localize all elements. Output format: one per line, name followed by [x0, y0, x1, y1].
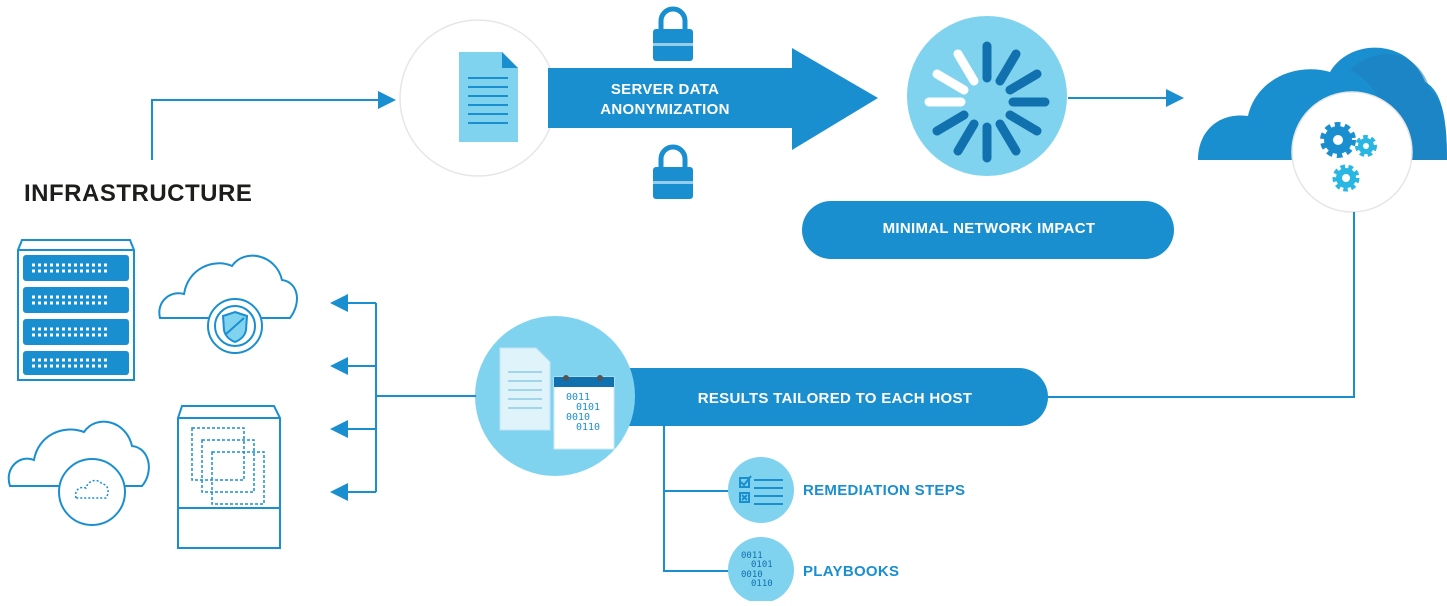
- binary-line-4: 0110: [576, 422, 600, 433]
- svg-text:0101: 0101: [751, 560, 773, 570]
- lock-icon-bottom: [653, 144, 693, 199]
- document-circle: [399, 19, 557, 177]
- binary-line-1: 0011: [566, 392, 590, 403]
- gears-icon: [1320, 122, 1377, 192]
- cloud-analytics-icon: [1198, 47, 1447, 213]
- secure-cloud-icon: [158, 254, 298, 354]
- lock-icon-top: [653, 6, 693, 61]
- virtual-machine-icon: [177, 405, 281, 549]
- calendar-binary-icon: 0011 0101 0010 0110: [553, 375, 615, 450]
- svg-text:0010: 0010: [741, 570, 763, 580]
- results-label: RESULTS TAILORED TO EACH HOST: [697, 390, 973, 407]
- spinner-icon: [924, 41, 1050, 163]
- results-circle: 0011 0101 0010 0110: [475, 316, 635, 476]
- results-pill: [580, 368, 1048, 426]
- anonymization-label: SERVER DATA ANONYMIZATION: [555, 80, 775, 120]
- anonymization-label-line1: SERVER DATA: [610, 81, 720, 98]
- arrowheads-to-infra: [330, 294, 348, 501]
- anonymization-arrow: [548, 48, 878, 150]
- svg-text:0110: 0110: [751, 579, 773, 589]
- loading-circle: [907, 16, 1067, 176]
- connector-infra-to-upload: [151, 99, 380, 160]
- checklist-icon: [739, 475, 783, 505]
- binary-code-icon: 0011 0101 0010 0110: [741, 551, 773, 589]
- connector-results-to-outputs: [663, 420, 730, 572]
- network-impact-label: MINIMAL NETWORK IMPACT: [882, 220, 1096, 237]
- server-rack-icon: [17, 239, 135, 381]
- connector-results-to-infra: [345, 302, 476, 493]
- anonymization-label-line2: ANONYMIZATION: [600, 101, 730, 118]
- hybrid-cloud-icon: [7, 420, 150, 526]
- playbooks-label: PLAYBOOKS: [803, 563, 900, 580]
- document-icon: [459, 52, 518, 142]
- remediation-icon-circle: [728, 457, 794, 523]
- report-document-icon: [499, 347, 551, 431]
- binary-line-3: 0010: [566, 412, 590, 423]
- remediation-steps-label: REMEDIATION STEPS: [803, 482, 966, 499]
- arrowhead-to-cloud: [1166, 89, 1184, 107]
- arrowhead-to-upload: [378, 91, 396, 109]
- infrastructure-title: INFRASTRUCTURE: [24, 180, 253, 207]
- network-pill: [802, 201, 1174, 259]
- binary-line-2: 0101: [576, 402, 600, 413]
- playbooks-icon-circle: 0011 0101 0010 0110: [728, 537, 794, 603]
- connector-cloud-to-results: [1040, 212, 1355, 398]
- svg-text:0011: 0011: [741, 551, 763, 561]
